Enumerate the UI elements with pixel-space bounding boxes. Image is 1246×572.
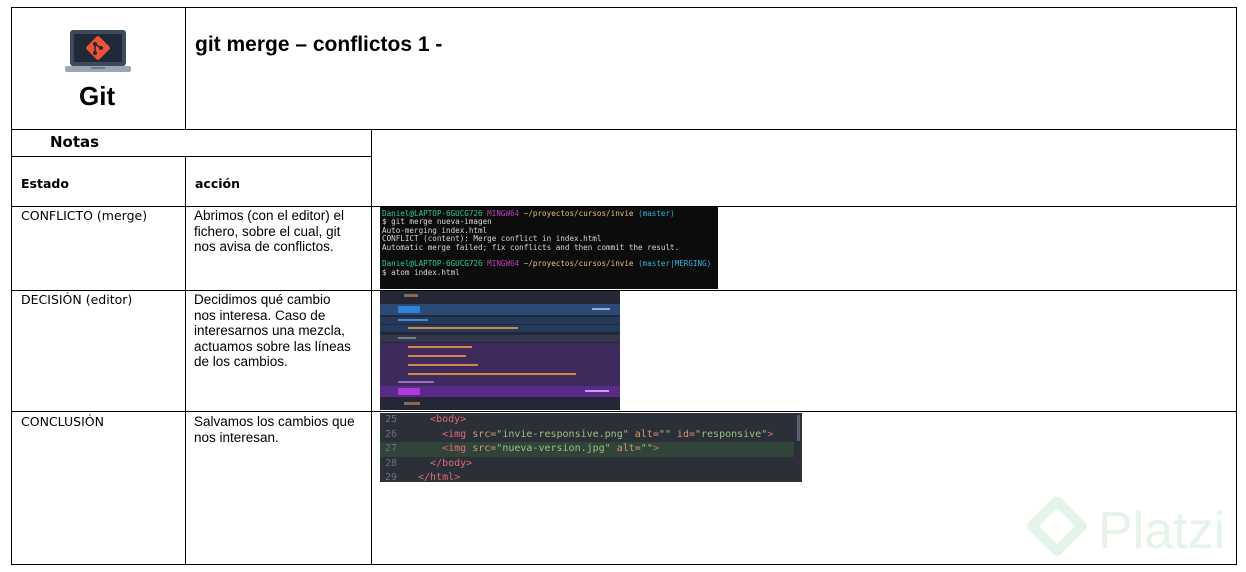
merge-conflict-editor-screenshot [380, 291, 620, 410]
code-text: </body> [430, 457, 473, 469]
platzi-watermark: Platzi [1024, 497, 1246, 563]
diff-theirs-line [380, 379, 620, 386]
row-1-action-line: fichero, sobre el cual, git [194, 223, 341, 239]
table-border-row2-bottom [11, 411, 1237, 412]
row-1-action-line: nos avisa de conflictos. [194, 239, 334, 254]
terminal-prompt-shell: MINGW64 [487, 209, 520, 218]
code-line: 26 <img src="invie-responsive.png" alt="… [380, 428, 794, 443]
terminal-command: $ atom index.html [382, 267, 460, 277]
terminal-prompt-path: ~/proyectos/cursos/invie [523, 259, 634, 269]
terminal-output: Auto-merging index.html [382, 225, 488, 235]
table-border-row1-bottom [11, 290, 1237, 291]
terminal-screenshot: Daniel@LAPTOP-6GUCG726 MINGW64 ~/proyect… [380, 207, 718, 289]
table-border-left [11, 7, 12, 565]
diff-ours-line [380, 325, 620, 332]
terminal-branch: (master) [638, 209, 675, 218]
row-2-action-line: interesarnos una mezcla, [194, 323, 345, 338]
diff-theirs-line [380, 370, 620, 379]
row-2-action-line: Decidimos qué cambio [194, 292, 331, 307]
laptop-git-icon [65, 30, 131, 72]
terminal-branch: (master|MERGING) [638, 259, 712, 269]
line-number: 25 [385, 414, 398, 425]
code-text: <body> [430, 414, 467, 425]
notas-section-label: Notas [50, 133, 100, 151]
use-theirs-button[interactable] [398, 388, 420, 395]
watermark-brand: Platzi [1098, 502, 1226, 560]
column-header-estado: Estado [21, 176, 69, 191]
use-me-button[interactable] [398, 306, 420, 313]
column-header-accion: acción [195, 176, 241, 191]
diff-theirs-line [380, 352, 620, 361]
line-number: 28 [385, 457, 398, 469]
table-border-logo-right [185, 7, 186, 130]
code-line: 28 </body> [380, 457, 794, 472]
diff-ours-header [380, 304, 620, 315]
terminal-prompt-path: ~/proyectos/cursos/invie [523, 209, 634, 218]
terminal-prompt-user: Daniel@LAPTOP-6GUCG726 [382, 259, 483, 269]
row-3-action-line: Salvamos los cambios que [194, 414, 355, 429]
table-border-bottom [11, 564, 1237, 565]
code-editor-screenshot: 25 <body> 26 <img src="invie-responsive.… [380, 413, 802, 482]
row-3-state: CONCLUSIÓN [21, 414, 104, 429]
row-1-action: Abrimos (con el editor) el fichero, sobr… [194, 208, 344, 255]
row-2-action-line: de los cambios. [194, 354, 288, 369]
diff-context-line [380, 401, 620, 408]
git-laptop-logo [64, 29, 132, 75]
code-line: 25 <body> [380, 413, 794, 428]
editor-scrollbar[interactable] [797, 415, 800, 441]
terminal-prompt-user: Daniel@LAPTOP-6GUCG726 [382, 209, 483, 218]
row-1-state: CONFLICTO (merge) [21, 208, 148, 223]
code-text: </html> [418, 472, 461, 482]
diff-theirs-line [380, 361, 620, 370]
terminal-output: Automatic merge failed; fix conflicts an… [382, 242, 680, 252]
table-border-top [11, 7, 1237, 8]
diff-theirs-header [380, 386, 620, 397]
diff-context-line [380, 293, 620, 300]
line-number: 26 [385, 428, 398, 440]
terminal-output: CONFLICT (content): Merge conflict in in… [382, 234, 602, 244]
terminal-command: $ git merge nueva-imagen [382, 217, 492, 227]
row-1-action-line: Abrimos (con el editor) el [194, 208, 345, 223]
platzi-logo-icon [1027, 497, 1087, 556]
logo-label: Git [79, 81, 116, 111]
table-border-col2-right [371, 129, 372, 565]
row-3-action: Salvamos los cambios que nos interesan. [194, 414, 355, 445]
line-number: 29 [385, 472, 398, 482]
table-border-notas-bottom [11, 156, 371, 157]
row-2-action-line: nos interesa. Caso de [194, 307, 326, 323]
diff-ours-line [380, 317, 620, 324]
page-title: git merge – conflictos 1 - [195, 33, 443, 56]
code-line: 29 </html> [380, 471, 794, 482]
row-2-state: DECISIÓN (editor) [21, 292, 133, 307]
table-border-col1-right [185, 156, 186, 565]
row-3-action-line: nos interesan. [194, 429, 279, 445]
diff-theirs-line [380, 343, 620, 352]
code-line-highlighted: 27 <img src="nueva-version.jpg" alt=""> [380, 442, 794, 457]
terminal-prompt-shell: MINGW64 [487, 259, 520, 269]
row-2-action-line: actuamos sobre las líneas [194, 338, 351, 354]
table-border-colhead-bottom [11, 206, 1237, 207]
row-2-action: Decidimos qué cambio nos interesa. Caso … [194, 292, 351, 370]
table-border-right [1236, 7, 1237, 565]
table-border-header-bottom [11, 129, 1237, 130]
line-number: 27 [385, 443, 398, 454]
diff-separator [380, 335, 620, 342]
